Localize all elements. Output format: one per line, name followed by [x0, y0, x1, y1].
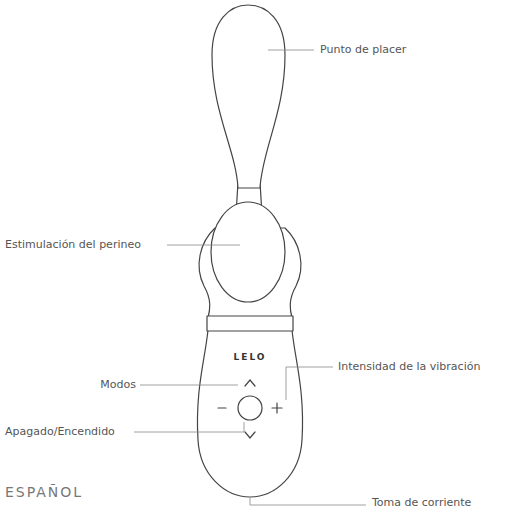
mode-down-symbol: [245, 432, 255, 438]
leader-line: [250, 498, 366, 505]
part-label: Modos: [100, 378, 136, 391]
minus-symbol: [218, 407, 226, 408]
part-label: Punto de placer: [320, 43, 406, 56]
plus-symbol: [272, 403, 282, 413]
part-label: Estimulación del perineo: [5, 238, 141, 251]
handle-outline: [197, 330, 302, 497]
leader-line: [268, 50, 314, 51]
collar-band: [207, 316, 293, 331]
leader-line: [140, 385, 238, 386]
tip-outline: [212, 5, 285, 188]
leader-line: [167, 245, 240, 246]
brand-mark: LELO: [234, 352, 267, 363]
language-heading: ESPAÑOL: [5, 484, 83, 501]
part-label: Apagado/Encendido: [5, 425, 115, 438]
part-label: Toma de corriente: [372, 496, 471, 509]
power-button: [238, 396, 262, 420]
mode-up-symbol: [245, 380, 255, 386]
leader-line: [286, 367, 333, 400]
perineum-bulb: [211, 202, 285, 302]
part-label: Intensidad de la vibración: [338, 360, 480, 373]
leader-line: [134, 422, 244, 432]
